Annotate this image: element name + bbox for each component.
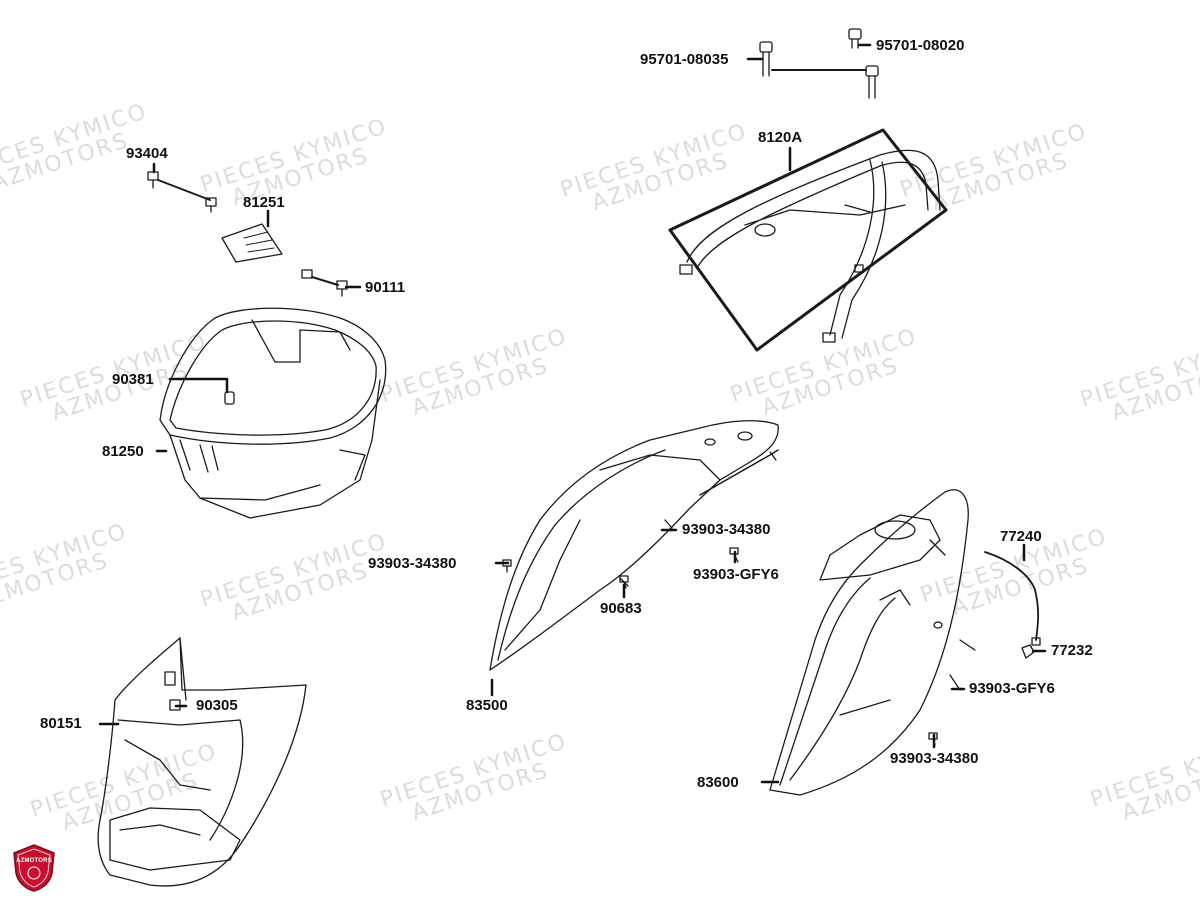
part-83600-side-cover-right [769, 489, 976, 796]
part-81251-cover [221, 223, 283, 263]
label-93903-34380: 93903-34380 [368, 555, 457, 572]
label-77240: 77240 [1000, 528, 1042, 545]
part-83500-side-cover-left [489, 420, 779, 671]
label-80151: 80151 [40, 715, 82, 732]
label-81251: 81251 [243, 194, 285, 211]
label-83600: 83600 [697, 774, 739, 791]
label-81250: 81250 [102, 443, 144, 460]
label-90381: 90381 [112, 371, 154, 388]
label-8120A: 8120A [758, 129, 803, 146]
label-93903-GFY6: 93903-GFY6 [693, 566, 779, 583]
part-80151-inner-cover [97, 637, 307, 887]
label-93903-34380: 93903-34380 [682, 521, 771, 538]
label-77232: 77232 [1051, 642, 1093, 659]
part-93404-screw [147, 171, 217, 213]
label-93903-34380: 93903-34380 [890, 750, 979, 767]
part-8120A-grab-rail [668, 128, 948, 352]
label-90111: 90111 [365, 279, 406, 296]
part-81250-helmet-box [159, 307, 387, 519]
label-90305: 90305 [196, 697, 238, 714]
label-95701-08035: 95701-08035 [640, 51, 729, 68]
label-93404: 93404 [126, 145, 168, 162]
shield-icon [13, 844, 55, 892]
azmotors-logo: AZMOTORS [12, 843, 56, 893]
part-90111-clip [301, 269, 348, 297]
logo-text: AZMOTORS [16, 858, 52, 864]
part-small-screws [502, 547, 938, 746]
label-95701-08020: 95701-08020 [876, 37, 965, 54]
label-93903-GFY6: 93903-GFY6 [969, 680, 1055, 697]
part-95701-bolts [759, 28, 879, 99]
label-90683: 90683 [600, 600, 642, 617]
part-77240-cable [984, 551, 1041, 659]
label-83500: 83500 [466, 697, 508, 714]
